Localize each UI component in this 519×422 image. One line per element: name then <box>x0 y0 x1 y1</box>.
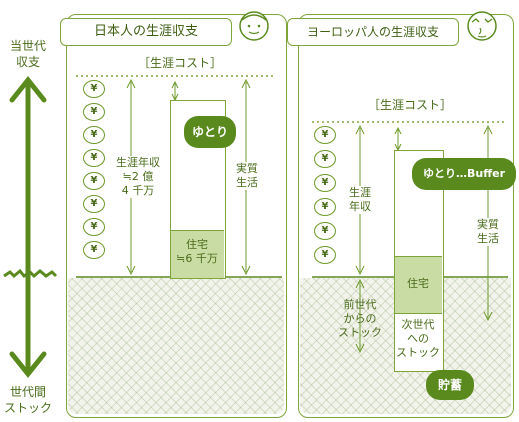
yen-coin-icon: ¥ <box>314 150 336 168</box>
europe-living-label: 実質 生活 <box>470 218 506 246</box>
japan-yutori-bubble: ゆとり <box>184 116 236 148</box>
europe-savings-bubble: 貯蓄 <box>426 370 474 400</box>
yen-coin-icon: ¥ <box>314 126 336 144</box>
yen-coin-icon: ¥ <box>314 198 336 216</box>
europe-housing-block <box>395 256 442 314</box>
europe-next-stock-label: 次世代 への ストック <box>396 318 440 359</box>
yen-coin-icon: ¥ <box>83 172 105 190</box>
europe-cost-label: ［生涯コスト］ <box>367 98 452 112</box>
japan-living-label: 実質 生活 <box>230 162 264 190</box>
yen-coin-icon: ¥ <box>83 103 105 121</box>
yen-coin-icon: ¥ <box>83 195 105 213</box>
axis-top-label: 当世代 収支 <box>9 39 46 69</box>
europe-title: ヨーロッパ人の生涯収支 <box>287 18 459 46</box>
yen-coin-icon: ¥ <box>83 241 105 259</box>
europe-prev-stock-label: 前世代 からの ストック <box>338 298 382 339</box>
yen-coin-icon: ¥ <box>314 174 336 192</box>
japan-ground <box>68 278 284 414</box>
europe-yutori-bubble: ゆとり…Buffer <box>412 158 516 190</box>
japan-income-label: 生涯年収 ≒2 億 4 千万 <box>108 156 168 198</box>
yen-coin-icon: ¥ <box>314 222 336 240</box>
yen-coin-icon: ¥ <box>314 246 336 264</box>
yen-coin-icon: ¥ <box>83 126 105 144</box>
europe-ground-below-house <box>395 314 442 370</box>
japan-cost-label: ［生涯コスト］ <box>137 56 222 70</box>
yen-coin-icon: ¥ <box>83 218 105 236</box>
yen-coin-icon: ¥ <box>83 80 105 98</box>
yen-coin-icon: ¥ <box>83 149 105 167</box>
japan-housing-label: 住宅 ≒6 千万 <box>176 238 218 265</box>
axis-bottom-label: 世代間 ストック <box>3 385 52 415</box>
europe-income-label: 生涯 年収 <box>342 186 378 214</box>
japan-housing-block <box>171 230 224 278</box>
europe-housing-label: 住宅 <box>407 277 429 290</box>
japan-title: 日本人の生涯収支 <box>60 18 232 46</box>
